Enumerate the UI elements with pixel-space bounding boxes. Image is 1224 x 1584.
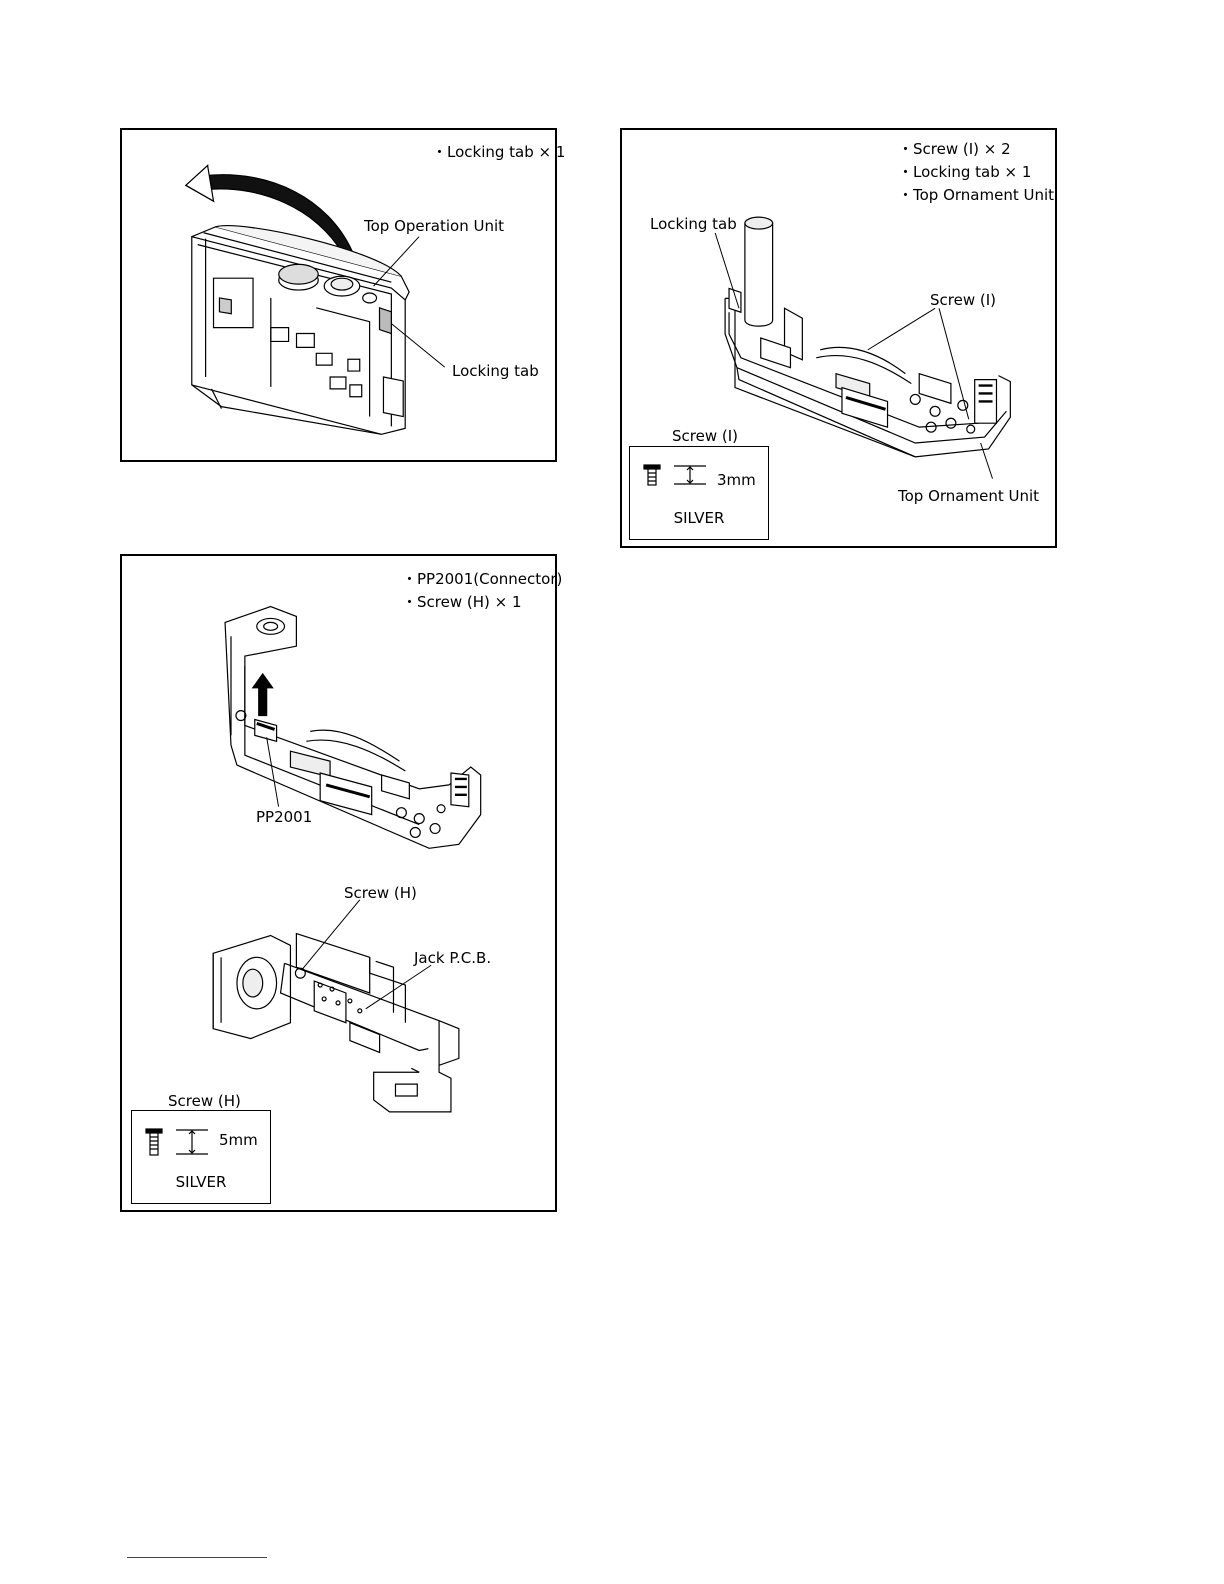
- footer-link-rule: [127, 1557, 267, 1558]
- panel1-leader-lines: [122, 130, 555, 460]
- legend-length-3mm: 3mm: [717, 471, 756, 489]
- panel-top-operation-unit: ・Locking tab × 1 Top Oper: [120, 128, 557, 462]
- legend-color-silver: SILVER: [630, 509, 768, 527]
- legend-color-silver: SILVER: [132, 1173, 270, 1191]
- legend-length-5mm: 5mm: [219, 1131, 258, 1149]
- legend-caption-screw-i: Screw (I): [672, 427, 738, 445]
- panel-top-ornament-unit: ・Screw (I) × 2 ・Locking tab × 1 ・Top Orn…: [620, 128, 1057, 548]
- screw-i-legend: 3mm SILVER: [629, 446, 769, 540]
- screw-h-legend: 5mm SILVER: [131, 1110, 271, 1204]
- legend-caption-screw-h: Screw (H): [168, 1092, 241, 1110]
- panel-jack-pcb: ・PP2001(Connector) ・Screw (H) × 1: [120, 554, 557, 1212]
